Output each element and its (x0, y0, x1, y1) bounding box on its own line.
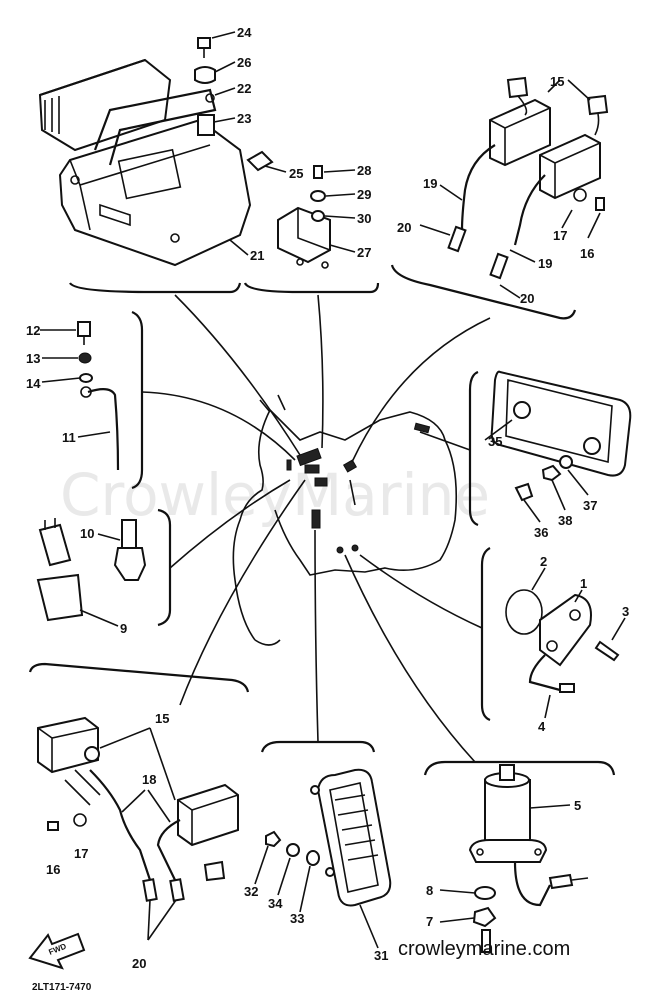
callout-label: 30 (357, 211, 371, 226)
callout-label: 7 (426, 914, 433, 929)
callout-label: 16 (580, 246, 594, 261)
callout-label: 3 (622, 604, 629, 619)
callout-label: 25 (289, 166, 303, 181)
callout-label: 37 (583, 498, 597, 513)
solenoid-group (423, 760, 616, 953)
forward-arrow-icon: FWD (28, 932, 86, 970)
callout-label: 15 (155, 711, 169, 726)
callout-label: 10 (80, 526, 94, 541)
indicator-lamp-group (468, 370, 632, 527)
callout-label: 18 (142, 772, 156, 787)
callout-label: 20 (520, 291, 534, 306)
ground-wire-group (40, 310, 144, 490)
callout-label: 35 (488, 434, 502, 449)
callout-label: 14 (26, 376, 41, 391)
callout-label: 19 (423, 176, 437, 191)
switch-group (36, 508, 172, 627)
callout-label: 27 (357, 245, 371, 260)
callout-label: 19 (538, 256, 552, 271)
reflector-group (254, 740, 392, 949)
callout-label: 5 (574, 798, 581, 813)
callout-label: 31 (374, 948, 388, 963)
callout-label: 17 (74, 846, 88, 861)
callout-label: 24 (237, 25, 252, 40)
cdi-unit-group (38, 31, 380, 294)
callout-label: 20 (397, 220, 411, 235)
callout-label: 23 (237, 111, 251, 126)
callout-label: 36 (534, 525, 548, 540)
site-url: crowleymarine.com (398, 938, 570, 960)
callout-label: 4 (538, 719, 546, 734)
callout-labels: 24 26 22 23 25 28 29 30 27 21 15 19 20 1… (26, 25, 629, 971)
callout-label: 34 (268, 896, 283, 911)
callout-label: 28 (357, 163, 371, 178)
callout-label: 33 (290, 911, 304, 926)
callout-label: 21 (250, 248, 264, 263)
callout-label: 2 (540, 554, 547, 569)
callout-label: 32 (244, 884, 258, 899)
callout-label: 29 (357, 187, 371, 202)
callout-label: 8 (426, 883, 433, 898)
callout-label: 13 (26, 351, 40, 366)
callout-label: 1 (580, 576, 587, 591)
ignition-coil-group-lower (28, 662, 250, 941)
callout-label: 22 (237, 81, 251, 96)
callout-label: 17 (553, 228, 567, 243)
drawing-code: 2LT171-7470 (32, 982, 92, 992)
watermark-text: CrowleyMarine (60, 461, 490, 529)
ignition-coil-group-upper (390, 76, 609, 320)
connector-lines (141, 294, 491, 763)
callout-label: 20 (132, 956, 146, 971)
callout-label: 26 (237, 55, 251, 70)
callout-label: 38 (558, 513, 572, 528)
callout-label: 11 (62, 430, 76, 445)
callout-label: 15 (550, 74, 564, 89)
engine-outline (232, 394, 458, 646)
sensor-group (480, 547, 626, 722)
callout-label: 12 (26, 323, 40, 338)
callout-label: 9 (120, 621, 127, 636)
callout-label: 16 (46, 862, 60, 877)
